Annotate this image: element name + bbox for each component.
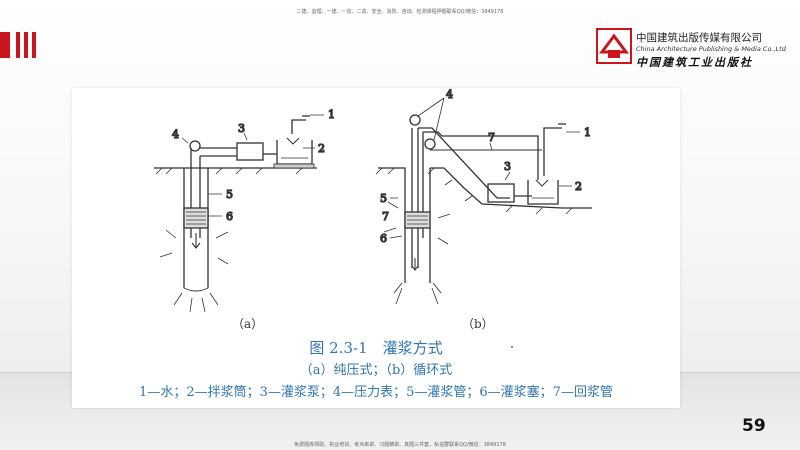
mixer-a (276, 140, 313, 165)
pressure-gauge-a (189, 140, 201, 152)
ground-line-b (378, 167, 592, 209)
pressure-gauge-b2 (424, 138, 436, 150)
figure-subtitle: （a）纯压式；（b）循环式 (299, 363, 453, 378)
accent-stripe (24, 32, 28, 58)
diagram-a: 1 2 3 4 5 6 (154, 107, 336, 313)
diagram-b: 1 2 3 4 5 6 7 7 (375, 88, 592, 305)
publisher-block: 中国建筑出版传媒有限公司 China Architecture Publishi… (596, 24, 796, 72)
label-b-3: 3 (504, 160, 511, 173)
figure-legend: 1—水；2—拌浆筒；3—灌浆泵；4—压力表；5—灌浆管；6—灌浆塞；7—回浆管 (139, 385, 613, 400)
decorative-dot (511, 346, 513, 348)
return-line-b (423, 131, 539, 180)
label-a-4: 4 (172, 128, 179, 141)
label-a-5: 5 (226, 188, 233, 201)
pressure-gauge-b1 (409, 114, 421, 126)
subfigure-label-b: （b） (462, 317, 494, 331)
accent-stripe (16, 32, 20, 58)
label-a-3: 3 (238, 122, 245, 135)
water-tap-a (291, 115, 310, 134)
accent-bar (0, 32, 10, 58)
grouting-diagram: 1 2 3 4 5 6 (154, 88, 592, 313)
label-b-1: 1 (584, 126, 591, 139)
label-b-5: 5 (380, 192, 387, 205)
accent-stripe (32, 32, 36, 58)
water-tap-b (543, 123, 566, 176)
header-note: 二建、监理、一建、一造、二造、安全、消防、咨询、检测课程押题联系QQ/微信：38… (296, 9, 504, 15)
publisher-logo-icon (596, 28, 632, 64)
figure-title: 图 2.3-1 灌浆方式 (309, 339, 443, 357)
label-a-2: 2 (318, 142, 325, 155)
publisher-name-en: China Architecture Publishing & Media Co… (636, 45, 786, 53)
label-b-7a: 7 (488, 131, 495, 144)
supply-line-b (418, 127, 510, 199)
label-b-7b: 7 (382, 210, 389, 223)
page-number: 59 (742, 416, 766, 436)
grout-pump-b (487, 183, 515, 203)
label-a-6: 6 (226, 210, 233, 223)
grout-packer-a (183, 207, 209, 229)
mixer-b (527, 180, 559, 205)
footer-note: 免费题库领取、执业培训、考点串讲、习题精讲、真题三件套，私信群联系QQ/微信：3… (294, 442, 506, 448)
publisher-name-cn2: 中国建筑工业出版社 (636, 56, 753, 69)
label-b-2: 2 (575, 180, 582, 193)
label-b-4: 4 (446, 88, 453, 101)
subfigure-label-a: （a） (232, 317, 264, 331)
publisher-name-cn: 中国建筑出版传媒有限公司 (636, 32, 762, 44)
grout-pump-a (236, 142, 264, 161)
figure-panel: 1 2 3 4 5 6 (72, 88, 680, 408)
label-a-1: 1 (328, 108, 335, 121)
grout-pipe-b (411, 128, 424, 268)
label-b-6: 6 (380, 232, 387, 245)
